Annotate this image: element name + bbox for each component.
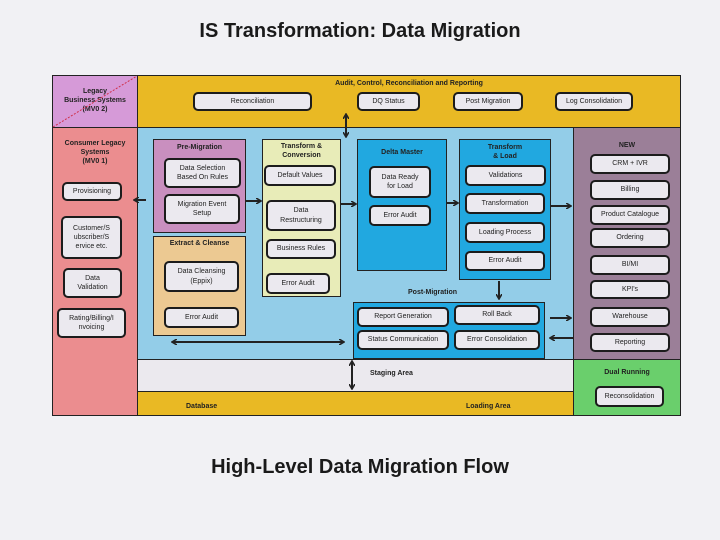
crm-ivr-button[interactable]: CRM + IVR [590, 154, 670, 174]
transform-conversion-label: Transform & Conversion [280, 143, 323, 159]
database-label: Database [186, 403, 218, 410]
roll-back-button[interactable]: Roll Back [454, 305, 540, 325]
post-migration-label: Post-Migration [408, 289, 457, 296]
data-selection-button[interactable]: Data Selection Based On Rules [164, 158, 241, 188]
delta-master-label: Delta Master [381, 149, 423, 156]
transformation-button[interactable]: Transformation [465, 193, 545, 214]
pre-migration-label: Pre-Migration [176, 144, 223, 151]
subtitle: High-Level Data Migration Flow [211, 456, 509, 478]
dual-running-label: Dual Running [604, 369, 650, 376]
data-cleansing-button[interactable]: Data Cleansing (Eppix) [164, 261, 239, 292]
business-rules-button[interactable]: Business Rules [266, 239, 336, 259]
provisioning-button[interactable]: Provisioning [62, 182, 122, 201]
legacy-business-label: Legacy Business Systems (MV0 2) [64, 88, 126, 113]
loading-process-button[interactable]: Loading Process [465, 222, 545, 243]
kpis-button[interactable]: KPI's [590, 280, 670, 299]
error-consolidation-button[interactable]: Error Consolidation [454, 330, 540, 350]
staging-label: Staging Area [370, 370, 413, 377]
warehouse-button[interactable]: Warehouse [590, 307, 670, 327]
rating-billing-invoicing-button[interactable]: Rating/Billing/I nvoicing [57, 308, 126, 338]
product-catalogue-button[interactable]: Product Catalogue [590, 205, 670, 225]
new-label: NEW [618, 142, 636, 149]
bi-mi-button[interactable]: BI/MI [590, 255, 670, 275]
data-restructuring-button[interactable]: Data Restructuring [266, 200, 336, 231]
data-ready-button[interactable]: Data Ready for Load [369, 166, 431, 198]
transform-load-label: Transform & Load [487, 144, 523, 160]
customer-subscriber-button[interactable]: Customer/S ubscriber/S ervice etc. [61, 216, 122, 259]
audit-label: Audit, Control, Reconciliation and Repor… [335, 80, 483, 87]
strike-line [52, 75, 138, 128]
data-validation-button[interactable]: Data Validation [63, 268, 122, 298]
reconciliation-button[interactable]: Reconciliation [193, 92, 312, 111]
extract-error-audit-button[interactable]: Error Audit [164, 307, 239, 328]
consumer-legacy-label: Consumer Legacy Systems (MV0 1) [64, 140, 126, 165]
report-generation-button[interactable]: Report Generation [357, 307, 449, 327]
reconsolidation-button[interactable]: Reconsolidation [595, 386, 664, 407]
delta-error-audit-button[interactable]: Error Audit [369, 205, 431, 226]
reporting-button[interactable]: Reporting [590, 333, 670, 352]
default-values-button[interactable]: Default Values [264, 165, 336, 186]
ordering-button[interactable]: Ordering [590, 228, 670, 248]
conversion-error-audit-button[interactable]: Error Audit [266, 273, 330, 294]
post-migration-button[interactable]: Post Migration [453, 92, 523, 111]
loading-area-label: Loading Area [466, 403, 511, 410]
dq-status-button[interactable]: DQ Status [357, 92, 420, 111]
database-band: Database Loading Area [137, 391, 574, 416]
staging-area: Staging Area [137, 359, 574, 392]
extract-cleanse-label: Extract & Cleanse [169, 240, 230, 247]
billing-button[interactable]: Billing [590, 180, 670, 200]
migration-event-setup-button[interactable]: Migration Event Setup [164, 194, 240, 224]
log-consolidation-button[interactable]: Log Consolidation [555, 92, 633, 111]
status-communication-button[interactable]: Status Communication [357, 330, 449, 350]
page-title: IS Transformation: Data Migration [199, 20, 521, 42]
load-error-audit-button[interactable]: Error Audit [465, 251, 545, 271]
validations-button[interactable]: Validations [465, 165, 546, 186]
